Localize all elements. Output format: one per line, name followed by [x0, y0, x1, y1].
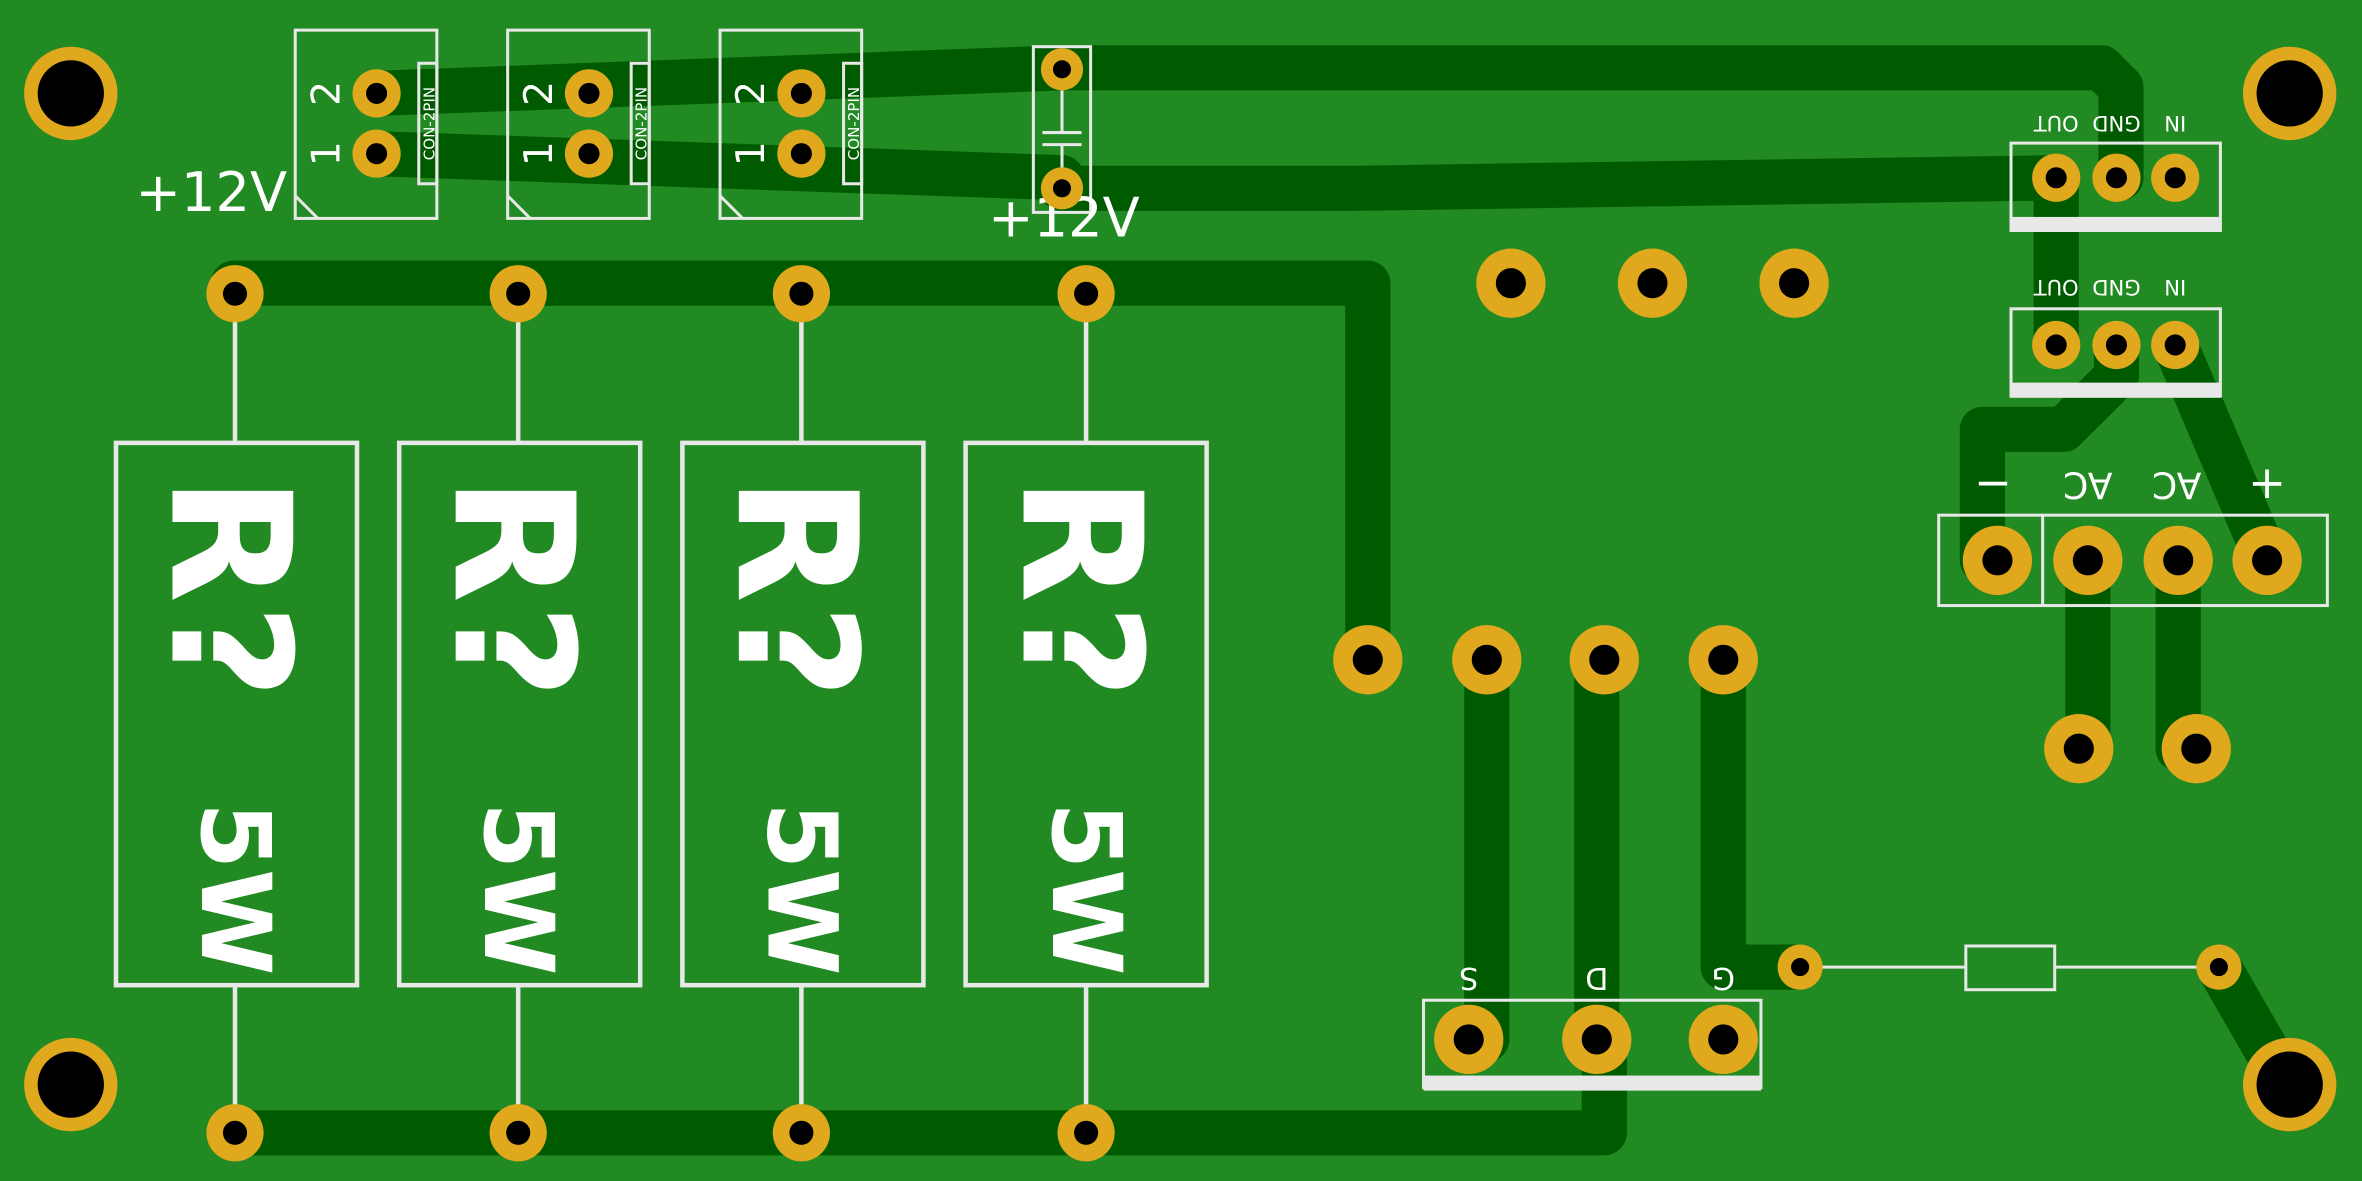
trace-cap-to-reg — [1039, 155, 2079, 211]
capacitor-pads — [1040, 48, 1084, 210]
trace-reg-to-plus — [2152, 322, 2290, 583]
bridge-plus-label: + — [2248, 459, 2286, 512]
bridge-minus-label: − — [1974, 459, 2012, 512]
small-resistor-outline — [1801, 944, 2219, 992]
silk-text: 2 1 CON-2PIN 2 1 CON-2PIN 2 1 CON-2PIN +… — [132, 81, 2286, 995]
reg1-in-label: IN — [2164, 111, 2186, 136]
connector3-type-label: CON-2PIN — [845, 87, 863, 160]
pads — [24, 46, 2337, 1162]
regulator-pads — [2032, 153, 2200, 370]
connector1-pin2-label: 2 — [304, 81, 349, 106]
mounting-hole-top-right — [2242, 46, 2337, 141]
connector2-pin2-label: 2 — [517, 81, 562, 106]
resistor3-value: 5W — [745, 802, 857, 975]
mosfet-g-label: G — [1712, 960, 1735, 995]
resistor3-ref: R? — [699, 476, 892, 700]
connector2-type-label: CON-2PIN — [633, 87, 651, 160]
small-resistor-pads — [1777, 944, 2242, 990]
resistor1-ref: R? — [132, 476, 325, 700]
bridge-ac1-label: AC — [2063, 464, 2112, 507]
connector1-type-label: CON-2PIN — [420, 87, 438, 160]
connector3-pin2-label: 2 — [729, 81, 774, 106]
resistor1-value: 5W — [179, 802, 291, 975]
reg1-gnd-label: GND — [2092, 111, 2140, 136]
unconnected-pads — [1476, 248, 1829, 318]
reg1-out-label: OUT — [2034, 111, 2079, 136]
reg2-out-label: OUT — [2034, 275, 2079, 300]
connector3-pin1-label: 1 — [729, 141, 774, 166]
mounting-hole-bottom-right — [2242, 1037, 2337, 1132]
bridge-pads — [1962, 525, 2302, 596]
connector1-pin1-label: 1 — [304, 141, 349, 166]
bridge-outline — [1937, 513, 2329, 608]
silk-bars — [1423, 216, 2221, 1091]
resistor4-value: 5W — [1030, 802, 1142, 975]
resistor-pads — [206, 265, 1115, 1162]
reg2-gnd-label: GND — [2092, 275, 2140, 300]
reg2-in-label: IN — [2164, 275, 2186, 300]
plus12v-left-label: +12V — [136, 161, 288, 224]
resistor4-ref: R? — [984, 476, 1177, 700]
resistor2-ref: R? — [416, 476, 609, 700]
trace-resistor-top-bus — [210, 260, 1391, 683]
trace-g — [1700, 637, 1823, 990]
connector-outline-3 — [718, 28, 864, 220]
ac-input-pads — [2044, 714, 2231, 784]
middle-row-pads — [1333, 625, 1758, 695]
bridge-ac2-label: AC — [2152, 464, 2201, 507]
resistor2-value: 5W — [462, 802, 574, 975]
capacitor-outline — [1031, 45, 1093, 214]
mosfet-d-label: D — [1585, 960, 1608, 995]
mosfet-s-label: S — [1459, 960, 1478, 995]
connector-pads — [352, 69, 826, 178]
mounting-hole-bottom-left — [24, 1037, 118, 1132]
trace-top-rail — [353, 45, 2144, 201]
connector-outline-2 — [506, 28, 651, 220]
connector2-pin1-label: 1 — [517, 141, 562, 166]
mounting-hole-top-left — [24, 46, 118, 141]
connector-outline-1 — [293, 28, 439, 220]
mosfet-pads — [1434, 1004, 1758, 1075]
